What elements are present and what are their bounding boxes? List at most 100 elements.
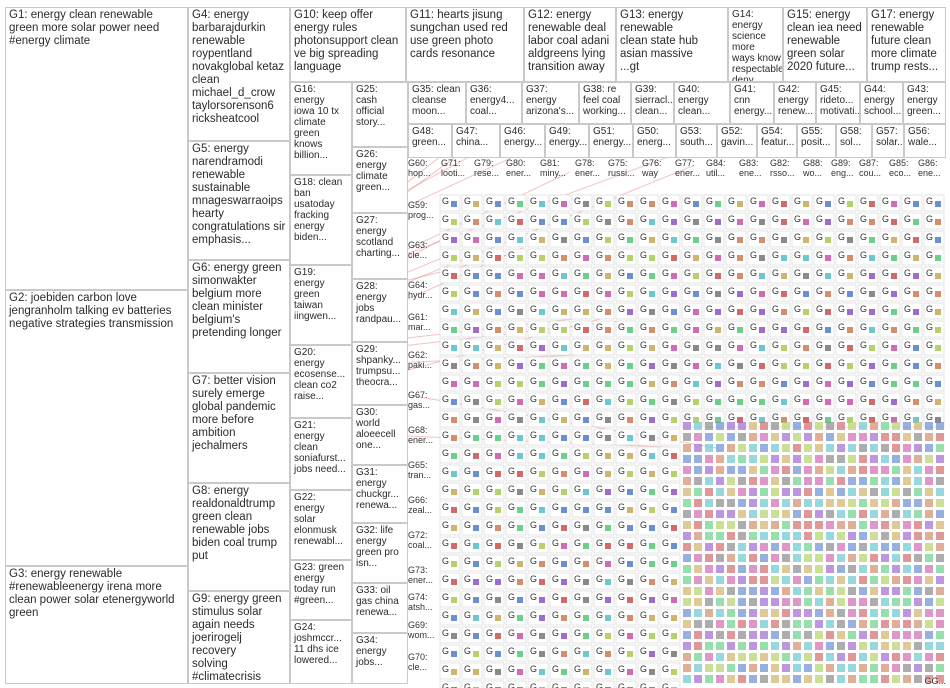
small-group-letter: G bbox=[508, 538, 515, 548]
group-label-g18: G18: clean ban usatoday fracking energy … bbox=[294, 177, 342, 243]
small-group-letter: G bbox=[882, 196, 889, 206]
small-group-node bbox=[649, 237, 655, 243]
isolate-node bbox=[804, 433, 812, 441]
tiny-group-label-g79: G79: rese... bbox=[474, 158, 499, 178]
small-group-letter: G bbox=[574, 340, 581, 350]
small-group-letter: G bbox=[640, 214, 647, 224]
isolate-node bbox=[694, 565, 702, 573]
isolate-node bbox=[892, 642, 900, 650]
small-group-letter: G bbox=[574, 412, 581, 422]
small-group-node bbox=[451, 237, 457, 243]
small-group-letter: G bbox=[772, 304, 779, 314]
small-group-letter: G bbox=[486, 646, 493, 656]
isolate-node bbox=[881, 532, 889, 540]
small-group-node bbox=[869, 327, 875, 333]
small-group-letter: G bbox=[618, 268, 625, 278]
tiny-group-label-g75: G75: russi... bbox=[608, 158, 635, 178]
small-group-node bbox=[605, 453, 611, 459]
isolate-node bbox=[892, 455, 900, 463]
isolate-node bbox=[936, 422, 944, 430]
isolate-node bbox=[903, 422, 911, 430]
small-group-letter: G bbox=[464, 340, 471, 350]
tiny-group-label-g86: G86: ene... bbox=[918, 158, 941, 178]
small-group-letter: G bbox=[508, 232, 515, 242]
small-group-node bbox=[671, 507, 677, 513]
small-group-letter: G bbox=[706, 412, 713, 422]
small-group-node bbox=[605, 219, 611, 225]
small-group-letter: G bbox=[530, 466, 537, 476]
small-group-node bbox=[737, 255, 743, 261]
isolate-node bbox=[925, 598, 933, 606]
isolate-node bbox=[727, 620, 735, 628]
isolate-node bbox=[771, 477, 779, 485]
small-group-node bbox=[495, 615, 501, 621]
isolate-node bbox=[881, 543, 889, 551]
small-group-letter: G bbox=[596, 232, 603, 242]
isolate-node bbox=[925, 631, 933, 639]
group-label-g42: G42: energy renew... bbox=[778, 84, 813, 117]
small-group-node bbox=[891, 237, 897, 243]
small-group-letter: G bbox=[750, 268, 757, 278]
isolate-node bbox=[925, 422, 933, 430]
small-group-node bbox=[561, 273, 567, 279]
small-group-node bbox=[605, 435, 611, 441]
small-group-node bbox=[671, 543, 677, 549]
small-group-letter: G bbox=[662, 196, 669, 206]
isolate-node bbox=[936, 477, 944, 485]
small-group-node bbox=[561, 345, 567, 351]
small-group-node bbox=[935, 327, 941, 333]
isolate-node bbox=[936, 587, 944, 595]
isolate-node bbox=[936, 620, 944, 628]
isolate-node bbox=[936, 499, 944, 507]
isolate-node bbox=[870, 455, 878, 463]
small-group-letter: G bbox=[574, 448, 581, 458]
small-group-node bbox=[847, 327, 853, 333]
small-group-node bbox=[825, 399, 831, 405]
isolate-node bbox=[749, 653, 757, 661]
isolate-node bbox=[903, 565, 911, 573]
group-label-g4: G4: energy barbarajdurkin renewable royp… bbox=[192, 9, 284, 126]
small-group-node bbox=[627, 201, 633, 207]
isolate-node bbox=[892, 466, 900, 474]
small-group-letter: G bbox=[772, 322, 779, 332]
isolate-node bbox=[683, 532, 691, 540]
isolate-node bbox=[870, 664, 878, 672]
isolate-node bbox=[936, 609, 944, 617]
isolate-node bbox=[881, 455, 889, 463]
small-group-letter: G bbox=[728, 358, 735, 368]
group-box-g47: G47: china... bbox=[452, 124, 500, 158]
small-group-letter: G bbox=[750, 214, 757, 224]
isolate-node bbox=[749, 565, 757, 573]
isolate-node bbox=[727, 642, 735, 650]
small-group-letter: G bbox=[640, 664, 647, 674]
group-label-g12: G12: energy renewable deal labor coal ad… bbox=[528, 9, 609, 74]
isolate-node bbox=[705, 488, 713, 496]
small-group-node bbox=[715, 291, 721, 297]
isolate-node bbox=[694, 609, 702, 617]
isolate-node bbox=[782, 499, 790, 507]
small-group-node bbox=[869, 273, 875, 279]
small-group-node bbox=[869, 363, 875, 369]
small-group-node bbox=[473, 291, 479, 297]
small-group-letter: G bbox=[684, 376, 691, 386]
small-group-letter: G bbox=[750, 286, 757, 296]
small-group-letter: G bbox=[750, 250, 757, 260]
small-group-letter: G bbox=[574, 286, 581, 296]
group-label-g25: G25: cash official story... bbox=[356, 84, 385, 128]
small-group-node bbox=[649, 579, 655, 585]
small-group-node bbox=[473, 345, 479, 351]
small-group-node bbox=[737, 237, 743, 243]
isolate-node bbox=[837, 631, 845, 639]
group-label-g51: G51: energy... bbox=[593, 126, 631, 148]
corner-label: GG... bbox=[924, 676, 946, 686]
small-group-node bbox=[715, 237, 721, 243]
small-group-letter: G bbox=[662, 484, 669, 494]
small-group-letter: G bbox=[772, 358, 779, 368]
small-group-node bbox=[825, 381, 831, 387]
small-group-node bbox=[891, 399, 897, 405]
small-group-node bbox=[561, 561, 567, 567]
small-group-node bbox=[495, 525, 501, 531]
small-group-node bbox=[517, 255, 523, 261]
small-group-letter: G bbox=[882, 358, 889, 368]
small-group-letter: G bbox=[838, 286, 845, 296]
